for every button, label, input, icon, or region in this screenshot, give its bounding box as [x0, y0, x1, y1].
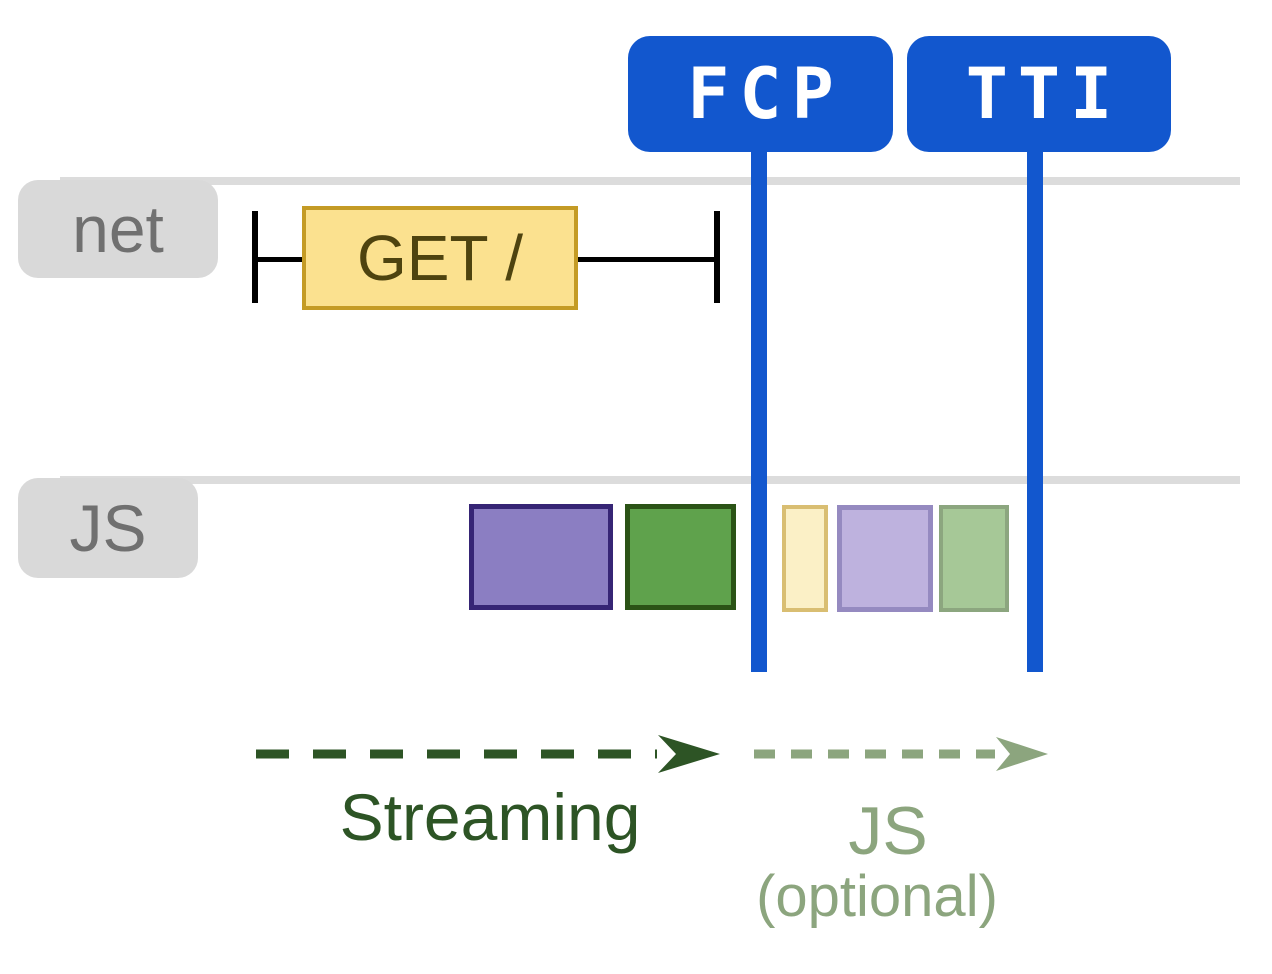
js-row-label: JS — [18, 478, 198, 578]
streaming-arrow-icon — [256, 735, 720, 773]
request-left-connector-line — [256, 257, 304, 262]
streaming-arrow-head — [658, 735, 720, 773]
js-optional-arrow-head — [996, 737, 1048, 771]
js-row-label-text: JS — [69, 491, 147, 565]
get-request-box: GET / — [302, 206, 578, 310]
request-start-tick — [252, 211, 258, 303]
net-row-label: net — [18, 180, 218, 278]
streaming-caption: Streaming — [339, 780, 641, 854]
get-request-label: GET / — [357, 222, 523, 294]
request-right-connector-line — [578, 257, 718, 262]
tti-badge-text: TTI — [965, 53, 1123, 135]
js-optional-arrow-icon — [754, 737, 1048, 771]
js-task-green-faded — [939, 505, 1009, 612]
js-task-purple — [469, 504, 613, 610]
tti-badge: TTI — [907, 36, 1171, 152]
js-task-green — [625, 504, 736, 610]
fcp-badge-text: FCP — [687, 53, 844, 135]
js-timeline-line — [60, 476, 1240, 484]
js-optional-caption-line2: (optional) — [756, 864, 998, 929]
net-row-label-text: net — [72, 192, 164, 266]
fcp-marker-line — [751, 150, 767, 672]
request-end-tick — [714, 211, 720, 303]
net-timeline-line — [60, 177, 1240, 185]
js-task-yellow-faded — [782, 505, 828, 612]
js-task-purple-faded — [837, 505, 933, 612]
js-optional-caption-line1: JS — [848, 793, 928, 869]
fcp-badge: FCP — [628, 36, 893, 152]
tti-marker-line — [1027, 150, 1043, 672]
